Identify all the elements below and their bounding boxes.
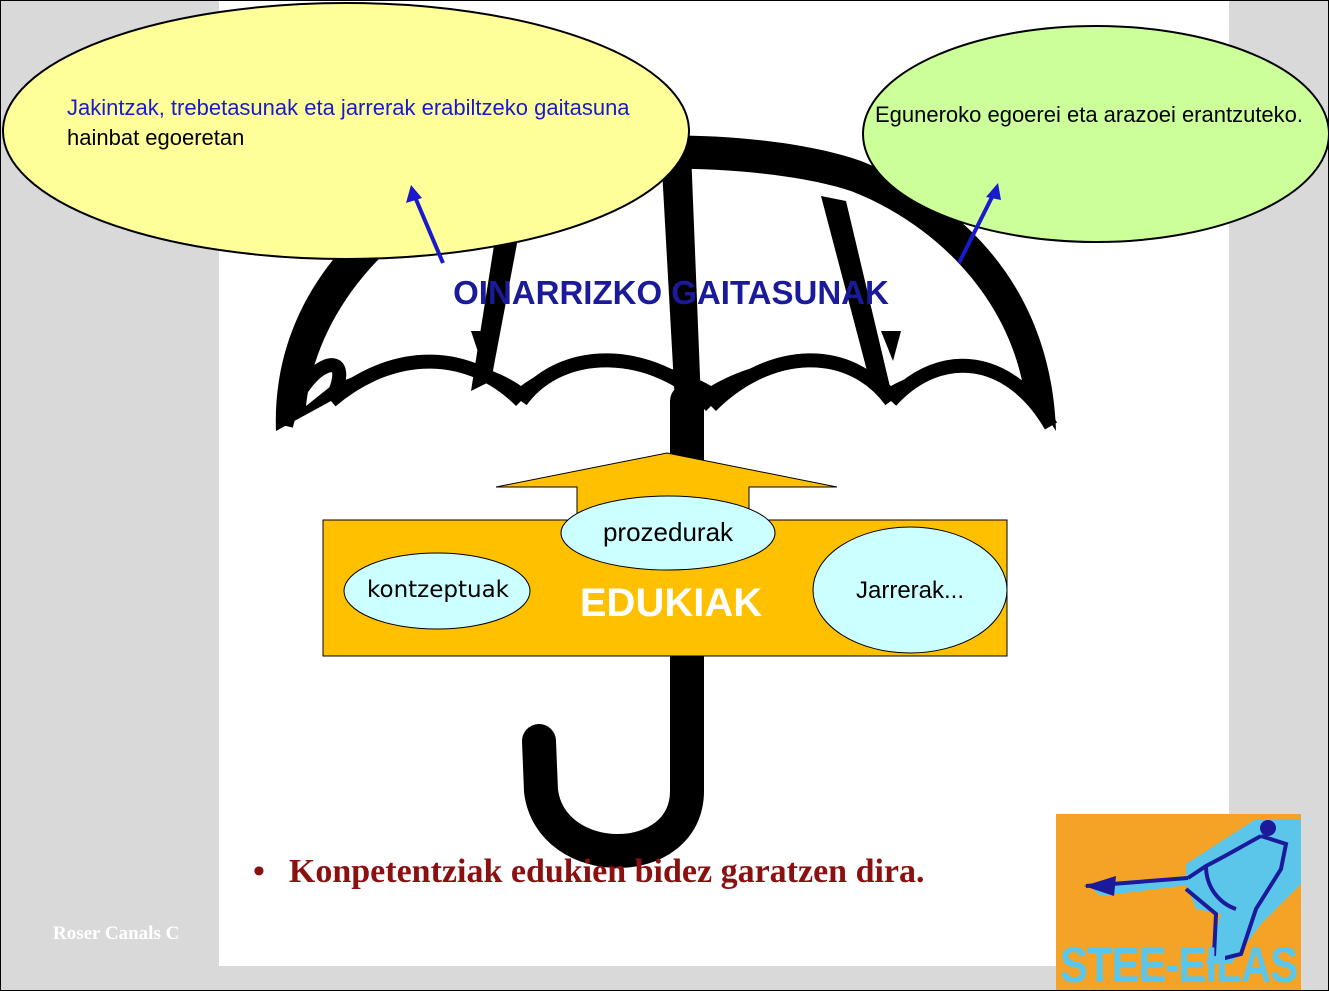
left-bubble	[2, 2, 690, 260]
umbrella-rib	[471, 331, 491, 361]
right-bubble	[862, 25, 1328, 243]
person-throwing-icon	[1056, 814, 1301, 990]
contents-item-kontzeptuak: kontzeptuak	[367, 577, 509, 603]
contents-up-arrow	[495, 452, 838, 522]
prozedurak-bubble	[560, 495, 776, 571]
jarrerak-bubble	[812, 526, 1008, 654]
umbrella-rib	[821, 196, 891, 391]
bullet-symbol: •	[253, 853, 265, 890]
contents-item-prozedurak: prozedurak	[602, 517, 734, 547]
author-footer: Roser Canals C	[53, 923, 180, 944]
umbrella-rib	[661, 151, 701, 421]
arrow-left	[406, 185, 445, 264]
contents-item-jarrerak: Jarrerak...	[855, 577, 965, 604]
umbrella-shaft	[522, 384, 704, 868]
left-bubble-text: Jakintzak, trebetasunak eta jarrerak era…	[67, 93, 687, 153]
stee-eilas-logo: STEE-EILAS	[1056, 814, 1301, 990]
contents-box-label: EDUKIAK	[579, 581, 763, 625]
kontzeptuak-bubble	[343, 552, 531, 630]
left-bubble-text-black: hainbat egoeretan	[67, 125, 245, 150]
left-bubble-text-blue: Jakintzak, trebetasunak eta jarrerak era…	[67, 95, 630, 120]
umbrella-rib	[881, 331, 901, 361]
arrow-right	[957, 183, 1001, 264]
diagram-title: OINARRIZKO GAITASUNAK	[453, 274, 889, 311]
bullet-item: • Konpetentziak edukien bidez garatzen di…	[253, 853, 1053, 891]
logo-text: STEE-EILAS	[1059, 936, 1298, 990]
umbrella-edge	[279, 353, 1058, 430]
right-bubble-text: Eguneroko egoerei eta arazoei erantzutek…	[874, 102, 1304, 127]
bullet-text: Konpetentziak edukien bidez garatzen dir…	[288, 853, 925, 890]
